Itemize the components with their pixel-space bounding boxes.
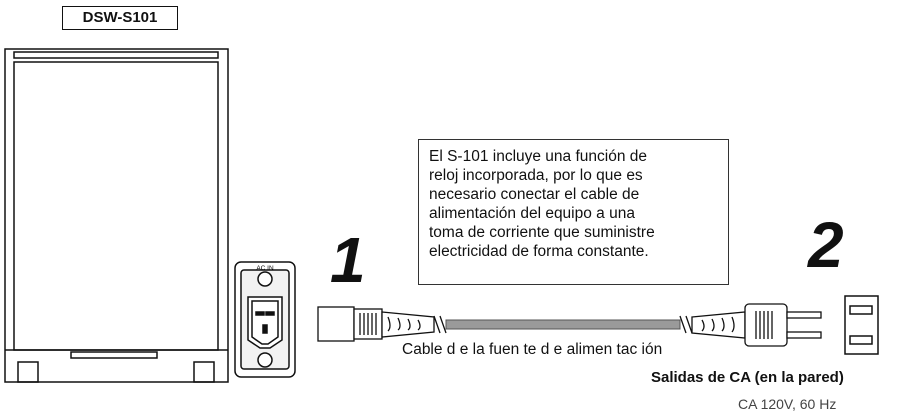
subwoofer-cabinet [4, 48, 229, 383]
note-line: electricidad de forma constante. [429, 243, 649, 260]
model-label: DSW-S101 [62, 6, 178, 30]
ac-inlet-label: AC IN [256, 265, 274, 272]
note-line: El S-101 incluye una función de [429, 148, 648, 165]
outlet-label: Salidas de CA (en la pared) [651, 369, 844, 386]
step-number-2: 2 [808, 209, 844, 281]
ac-inlet-panel [234, 261, 296, 378]
power-cord [317, 303, 822, 347]
note-box: El S-101 incluye una función de reloj in… [418, 139, 729, 285]
outlet-spec: CA 120V, 60 Hz [738, 396, 837, 412]
note-line: toma de corriente que suministre [429, 224, 655, 241]
note-line: necesario conectar el cable de [429, 186, 640, 203]
wall-outlet [844, 295, 879, 355]
step-number-1: 1 [330, 224, 366, 296]
note-line: reloj incorporada, por lo que es [429, 167, 643, 184]
cable-label: Cable d e la fuen te d e alimen tac ión [400, 341, 665, 359]
note-line: alimentación del equipo a una [429, 205, 635, 222]
